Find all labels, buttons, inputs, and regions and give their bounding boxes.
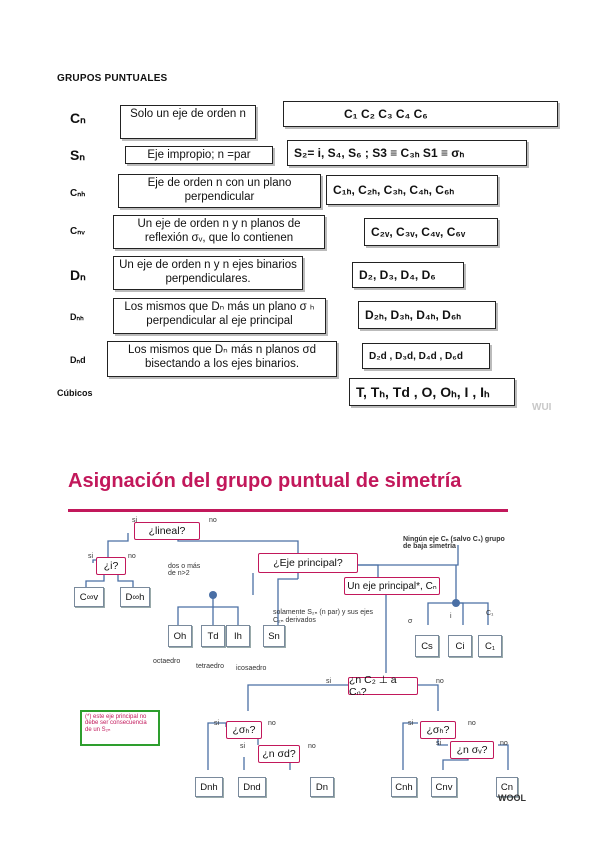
row-groups: C₁ₕ, C₂ₕ, C₃ₕ, C₄ₕ, C₆ₕ xyxy=(326,175,498,205)
group-td: Td xyxy=(201,625,225,647)
page-heading: GRUPOS PUNTUALES xyxy=(57,73,168,84)
branch-no: no xyxy=(308,743,316,750)
label-octaedro: octaedro xyxy=(153,658,181,665)
group-ci: Ci xyxy=(448,635,472,657)
question-n-sigma-d: ¿n σd? xyxy=(258,745,300,763)
question-lineal: ¿lineal? xyxy=(134,522,200,540)
row-groups: C₁ C₂ C₃ C₄ C₆ xyxy=(283,101,558,127)
row-label: Cúbicos xyxy=(57,388,93,398)
branch-yes: si xyxy=(408,720,414,727)
row-label: Cₙₕ xyxy=(70,188,86,199)
row-description: Eje de orden n con un plano perpendicula… xyxy=(118,174,321,208)
branch-yes: si xyxy=(214,720,220,727)
branch-no: no xyxy=(209,517,217,524)
row-description: Eje impropio; n =par xyxy=(125,146,273,164)
row-label: Cₙᵥ xyxy=(70,226,85,237)
row-groups: D₂ₕ, D₃ₕ, D₄ₕ, D₆ₕ xyxy=(358,301,496,329)
group-ih: Ih xyxy=(226,625,250,647)
group-c1: C₁ xyxy=(478,635,502,657)
branch-yes: si xyxy=(88,553,94,560)
label-sigma: σ xyxy=(408,618,413,625)
question-inversion: ¿i? xyxy=(96,557,126,575)
group-cnv: Cnv xyxy=(431,777,457,797)
branch-no: no xyxy=(468,720,476,727)
branch-yes: si xyxy=(240,743,246,750)
row-description: Los mismos que Dₙ más n planos σd bisect… xyxy=(107,341,337,377)
group-dinfh: D∞h xyxy=(120,587,150,607)
label-i: i xyxy=(450,613,452,620)
row-groups: D₂, D₃, D₄, D₆ xyxy=(352,262,464,288)
row-description: Solo un eje de orden n xyxy=(120,105,256,139)
group-dnd: Dnd xyxy=(238,777,266,797)
group-cinfv: C∞v xyxy=(74,587,104,607)
row-description: Un eje de orden n y n ejes binarios perp… xyxy=(113,256,303,290)
question-n-sigma-v: ¿n σᵥ? xyxy=(450,741,494,759)
row-description: Un eje de orden n y n planos de reflexió… xyxy=(113,215,325,249)
row-groups: D₂d , D₃d, D₄d , D₆d xyxy=(362,343,490,369)
group-dn: Dn xyxy=(310,777,334,797)
branch-no: no xyxy=(500,740,508,747)
question-nc2: ¿n C₂ ⊥ a Cₙ? xyxy=(348,674,418,698)
row-description: Los mismos que Dₙ más un plano σ ₕ perpe… xyxy=(113,298,326,334)
label-solamente: solamente S₂ₙ (n par) y sus ejes C₂ₙ der… xyxy=(273,609,374,624)
row-label: Dₙd xyxy=(70,355,86,365)
flowchart: si no ¿lineal? si no ¿i? C∞v D∞h ¿Eje pr… xyxy=(68,515,526,805)
branch-yes: si xyxy=(436,740,442,747)
row-label: Sₙ xyxy=(70,147,85,163)
row-label: Dₙ xyxy=(70,267,86,283)
branch-no: no xyxy=(436,678,444,685)
group-cn: Cn xyxy=(496,777,518,797)
branch-yes: si xyxy=(132,517,138,524)
label-dos-o-mas: dos o más de n>2 xyxy=(168,563,201,577)
group-sn: Sn xyxy=(263,625,285,647)
group-dnh: Dnh xyxy=(195,777,223,797)
footnote: (*) este eje principal no debe ser conse… xyxy=(80,710,160,746)
title-rule xyxy=(68,509,508,512)
row-label: Cₙ xyxy=(70,110,86,126)
label-icosaedro: icosaedro xyxy=(236,665,267,672)
branch-no: no xyxy=(268,720,276,727)
node-un-eje-principal: Un eje principal*, Cₙ xyxy=(344,577,440,595)
flowchart-title: Asignación del grupo puntual de simetría xyxy=(68,470,462,492)
question-sigma-h-right: ¿σₕ? xyxy=(420,721,456,739)
row-label: Dₙₕ xyxy=(70,312,84,322)
branch-yes: si xyxy=(326,678,332,685)
row-groups: C₂ᵥ, C₃ᵥ, C₄ᵥ, C₆ᵥ xyxy=(364,218,498,246)
watermark: WUI xyxy=(532,402,552,413)
question-sigma-h-left: ¿σₕ? xyxy=(226,721,262,739)
label-tetraedro: tetraedro xyxy=(196,663,225,670)
group-cs: Cs xyxy=(415,635,439,657)
watermark: WOOL xyxy=(498,793,526,803)
label-ningun-eje: Ningún eje Cₙ (salvo C₁) grupo de baja s… xyxy=(403,536,505,550)
label-c1: C₁ xyxy=(486,610,494,617)
group-cnh: Cnh xyxy=(391,777,417,797)
branch-no: no xyxy=(128,553,136,560)
row-groups: T, Tₕ, Td , O, Oₕ, I , Iₕ xyxy=(349,378,515,406)
group-oh: Oh xyxy=(168,625,192,647)
question-eje-principal: ¿Eje principal? xyxy=(258,553,358,573)
row-groups: S₂= i, S₄, S₆ ; S3 ≡ C₃ₕ S1 ≡ σₕ xyxy=(287,140,527,166)
